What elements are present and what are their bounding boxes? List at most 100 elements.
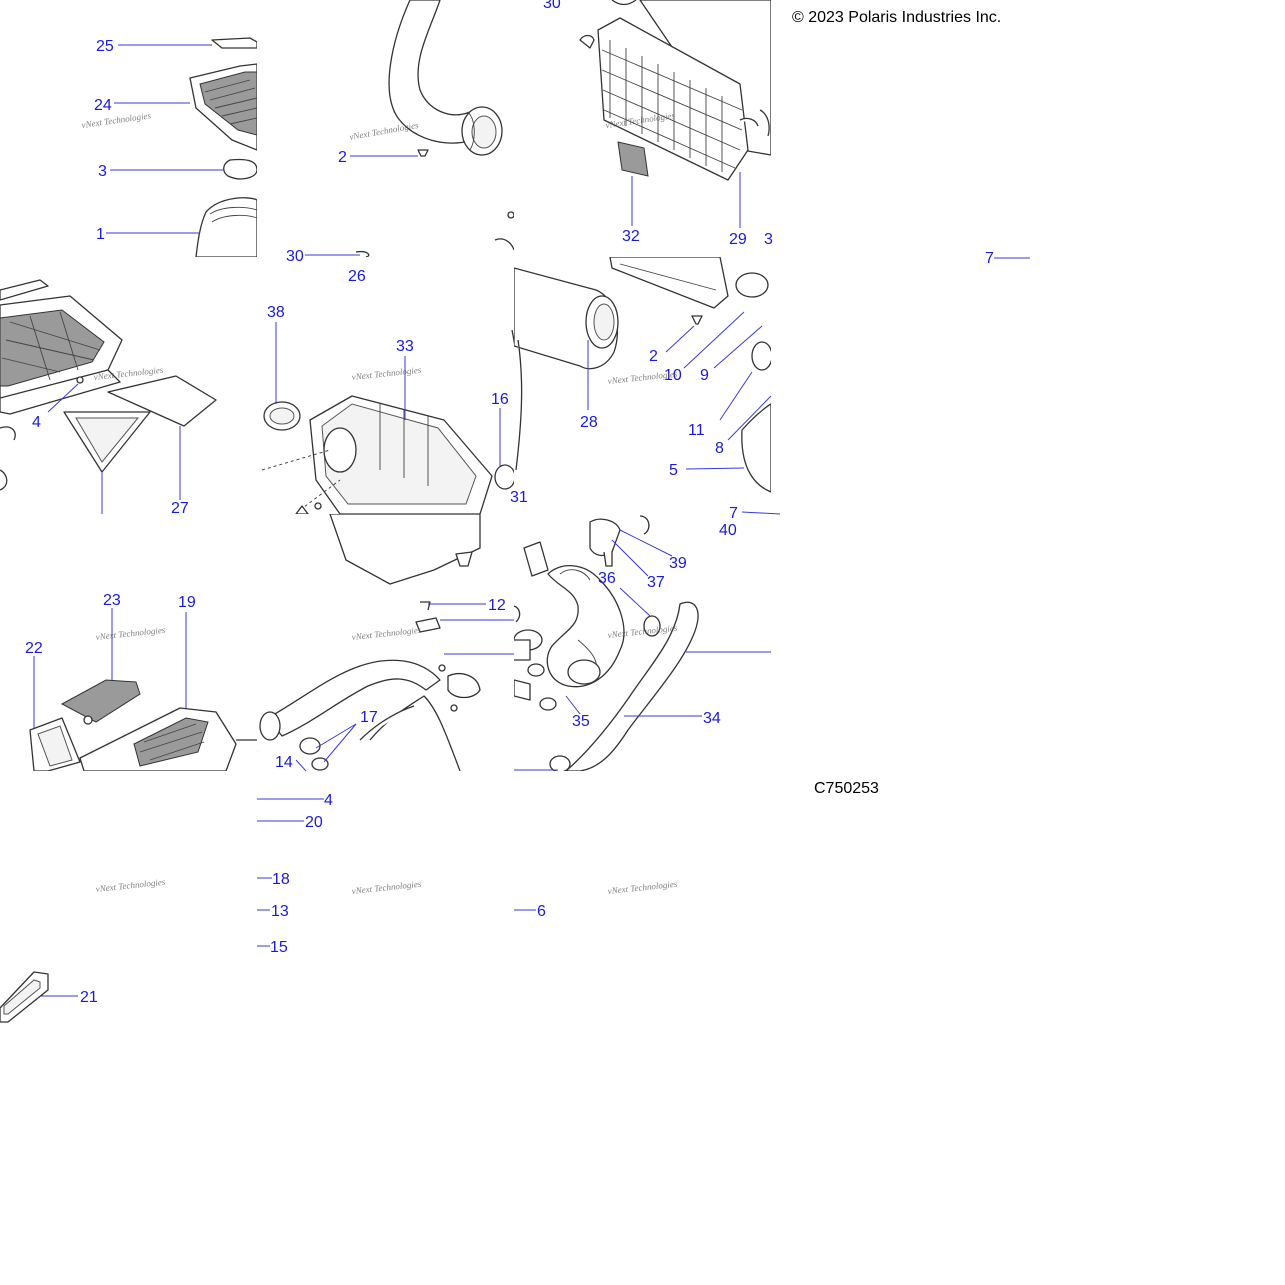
watermark: vNext Technologies bbox=[81, 110, 152, 130]
watermark-text: vNext Technologies bbox=[351, 625, 422, 642]
callout-28: 28 bbox=[580, 414, 598, 431]
callout-30: 30 bbox=[286, 248, 304, 265]
part-housing-lower bbox=[329, 514, 481, 585]
part-clamp-17 bbox=[299, 737, 321, 755]
part-coolant-hose bbox=[565, 601, 699, 771]
tile-airbox-base: 23 19 22 vNext Technologies bbox=[25, 592, 257, 771]
callout-4-lower: 4 bbox=[324, 792, 333, 809]
callout-3: 3 bbox=[98, 163, 107, 180]
part-elbow-5 bbox=[741, 403, 771, 493]
callout-18: 18 bbox=[272, 871, 290, 888]
part-bracket bbox=[523, 541, 549, 577]
callout-13: 13 bbox=[271, 903, 289, 920]
callout-2: 2 bbox=[338, 149, 347, 166]
callout-14: 14 bbox=[275, 754, 293, 771]
watermark: vNext Technologies bbox=[95, 625, 166, 642]
part-clamp-9 bbox=[735, 272, 769, 298]
callout-20: 20 bbox=[305, 814, 323, 831]
callout-12: 12 bbox=[488, 597, 506, 614]
callout-15: 15 bbox=[270, 939, 288, 956]
callout-3-right: 3 bbox=[764, 231, 773, 248]
callout-7: 7 bbox=[729, 505, 738, 522]
part-label bbox=[617, 141, 649, 177]
callout-35: 35 bbox=[572, 713, 590, 730]
copyright-notice: © 2023 Polaris Industries Inc. bbox=[792, 9, 1002, 26]
callout-33: 33 bbox=[396, 338, 414, 355]
callout-40: 40 bbox=[719, 522, 737, 539]
watermark-text: vNext Technologies bbox=[607, 879, 678, 896]
callout-7-stray: 7 bbox=[985, 250, 994, 267]
callout-34: 34 bbox=[703, 710, 721, 727]
callout-4: 4 bbox=[32, 414, 41, 431]
callout-19: 19 bbox=[178, 594, 196, 611]
tile-throttle-hoses: 39 37 36 35 34 vNext Technologies bbox=[514, 515, 771, 771]
part-filter-element bbox=[60, 679, 141, 723]
tile-lower-callouts: 4 20 18 13 15 6 21 vNext Technologies vN… bbox=[0, 792, 678, 1023]
tile-airbox-cover-top: 25 24 3 1 vNext Technologies bbox=[81, 37, 257, 257]
watermark-text: vNext Technologies bbox=[351, 879, 422, 896]
callout-6: 6 bbox=[537, 903, 546, 920]
callout-5: 5 bbox=[669, 462, 678, 479]
watermark-text: vNext Technologies bbox=[349, 120, 420, 142]
watermark-text: vNext Technologies bbox=[351, 365, 422, 382]
callout-23: 23 bbox=[103, 592, 121, 609]
callout-24: 24 bbox=[94, 97, 112, 114]
callout-30-top: 30 bbox=[543, 0, 561, 12]
callout-29: 29 bbox=[729, 231, 747, 248]
part-housing-port bbox=[323, 427, 357, 473]
part-valve bbox=[589, 518, 621, 557]
watermark: vNext Technologies bbox=[351, 879, 422, 896]
callout-11: 11 bbox=[688, 422, 705, 439]
part-frame-bracket bbox=[609, 257, 729, 309]
part-cover-mesh bbox=[199, 71, 257, 136]
callout-25: 25 bbox=[96, 38, 114, 55]
part-outlet-duct bbox=[267, 659, 441, 737]
callout-8: 8 bbox=[715, 440, 724, 457]
tile-outlet-duct: 12 17 14 vNext Technologies bbox=[257, 514, 514, 772]
part-intake-duct bbox=[195, 197, 257, 257]
callout-17: 17 bbox=[360, 709, 378, 726]
callout-32: 32 bbox=[622, 228, 640, 245]
tile-stray-callout: 7 bbox=[985, 250, 1030, 267]
callout-10: 10 bbox=[664, 367, 682, 384]
part-sensor bbox=[415, 617, 441, 633]
callout-31: 31 bbox=[510, 489, 528, 506]
part-gasket-strip bbox=[0, 279, 49, 301]
part-clamp-ring bbox=[223, 158, 257, 180]
watermark: vNext Technologies bbox=[351, 625, 422, 642]
tile-intake-hose: 2 30 26 vNext Technologies bbox=[286, 0, 514, 285]
callout-37: 37 bbox=[647, 574, 665, 591]
callout-21: 21 bbox=[80, 989, 98, 1006]
callout-2-mid: 2 bbox=[649, 348, 658, 365]
callout-26: 26 bbox=[348, 268, 366, 285]
watermark-text: vNext Technologies bbox=[95, 625, 166, 642]
callout-9: 9 bbox=[700, 367, 709, 384]
part-clamp-large bbox=[447, 673, 481, 699]
watermark: vNext Technologies bbox=[351, 365, 422, 382]
part-cover-base bbox=[0, 369, 121, 415]
watermark-text: vNext Technologies bbox=[95, 877, 166, 894]
drawing-number: C750253 bbox=[814, 780, 879, 797]
part-screw bbox=[417, 149, 429, 157]
tile-air-filter: 30 32 29 3 vNext Technologies bbox=[543, 0, 773, 248]
part-filter-pad bbox=[107, 375, 217, 427]
watermark: vNext Technologies bbox=[607, 879, 678, 896]
callout-36: 36 bbox=[598, 570, 616, 587]
watermark: vNext Technologies bbox=[95, 877, 166, 894]
part-air-filter bbox=[597, 17, 749, 181]
tile-airbox-housing: 38 33 16 31 vNext Technologies bbox=[261, 304, 528, 514]
part-throttle-elbow bbox=[546, 564, 625, 688]
callout-38: 38 bbox=[267, 304, 285, 321]
callout-16: 16 bbox=[491, 391, 509, 408]
watermark: vNext Technologies bbox=[349, 120, 420, 142]
watermark-text: vNext Technologies bbox=[81, 110, 152, 130]
callout-1: 1 bbox=[96, 226, 105, 243]
callout-22: 22 bbox=[25, 640, 43, 657]
tile-airbox-cover-side: 4 27 vNext Technologies bbox=[0, 279, 217, 517]
part-clamp-11 bbox=[751, 341, 771, 371]
tile-resonator-clamps: 28 2 10 9 11 8 5 7 40 vNext Technologies bbox=[514, 257, 781, 539]
callout-39: 39 bbox=[669, 555, 687, 572]
part-oring-36 bbox=[643, 615, 661, 637]
